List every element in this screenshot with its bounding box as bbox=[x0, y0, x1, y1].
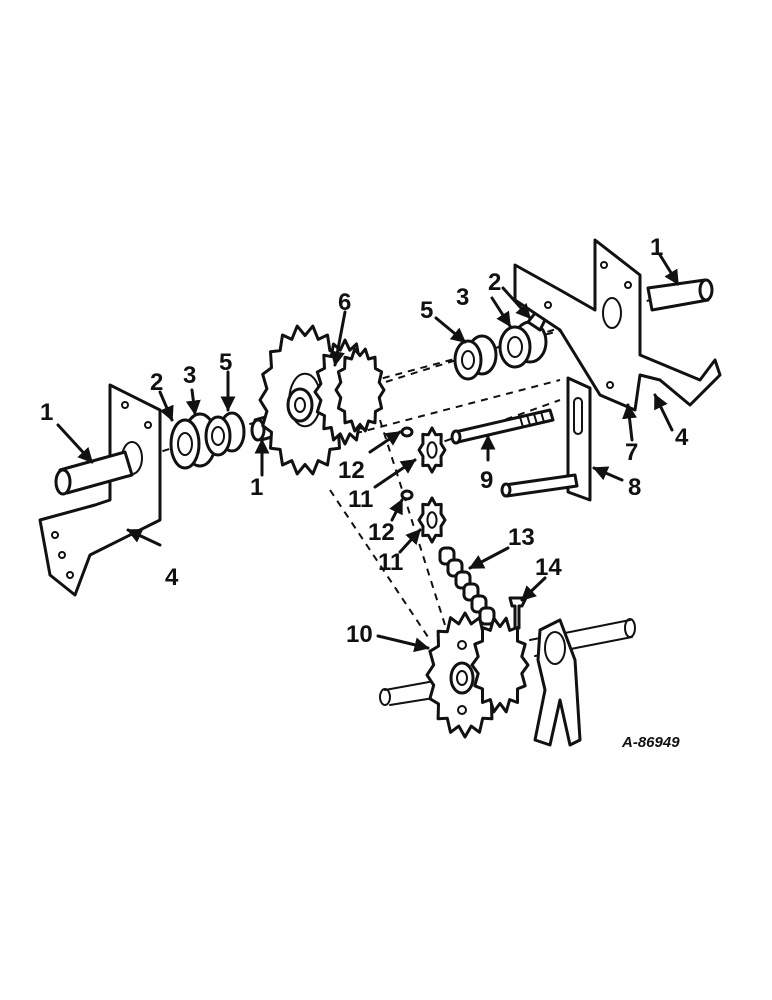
right-mounting-bracket bbox=[513, 238, 722, 412]
right-stub-shaft bbox=[646, 278, 714, 312]
drive-sprocket-assembly bbox=[258, 324, 386, 476]
right-bearing bbox=[498, 320, 548, 369]
upper-idler-sprocket bbox=[417, 426, 447, 474]
callout-5-right: 5 bbox=[420, 297, 433, 324]
callout-3-right: 3 bbox=[456, 284, 469, 311]
callout-13: 13 bbox=[508, 524, 535, 551]
callout-3-left: 3 bbox=[183, 362, 196, 389]
callout-1-center: 1 bbox=[250, 474, 263, 501]
callout-9: 9 bbox=[480, 467, 493, 494]
callout-4-left: 4 bbox=[165, 564, 179, 591]
callout-11-upper: 11 bbox=[348, 486, 373, 513]
left-spacer bbox=[204, 411, 246, 457]
callout-12-lower: 12 bbox=[368, 519, 395, 546]
left-stub-shaft bbox=[54, 450, 134, 496]
callout-2-right: 2 bbox=[488, 269, 501, 296]
callout-8: 8 bbox=[628, 474, 641, 501]
callout-labels: 1 2 3 5 1 6 4 5 3 2 1 4 7 8 9 12 11 12 1… bbox=[40, 234, 689, 648]
roller-chain bbox=[438, 546, 496, 626]
callout-14: 14 bbox=[535, 554, 562, 581]
lower-idler-sprocket bbox=[417, 496, 447, 544]
idler-plate bbox=[500, 376, 592, 502]
callout-10: 10 bbox=[346, 621, 373, 648]
callout-4-right: 4 bbox=[675, 424, 689, 451]
callout-12-upper: 12 bbox=[338, 457, 365, 484]
chain-rivet bbox=[508, 596, 528, 630]
callout-5-left: 5 bbox=[219, 349, 232, 376]
lower-sprocket-assembly bbox=[425, 611, 530, 739]
callout-1-right: 1 bbox=[650, 234, 663, 261]
shaft-collar-bracket bbox=[533, 618, 582, 747]
right-spacer bbox=[453, 334, 498, 381]
lower-key bbox=[400, 489, 414, 501]
chain-link bbox=[478, 606, 496, 626]
callout-1-left: 1 bbox=[40, 399, 53, 426]
callout-2-left: 2 bbox=[150, 369, 163, 396]
callout-11-lower: 11 bbox=[378, 549, 403, 576]
left-bearing bbox=[169, 412, 218, 470]
callout-7: 7 bbox=[625, 439, 638, 466]
figure-id: A-86949 bbox=[621, 734, 680, 751]
callout-6: 6 bbox=[338, 289, 351, 316]
idler-bolt bbox=[450, 408, 555, 445]
upper-key bbox=[400, 426, 414, 438]
leader-lines bbox=[56, 253, 680, 653]
